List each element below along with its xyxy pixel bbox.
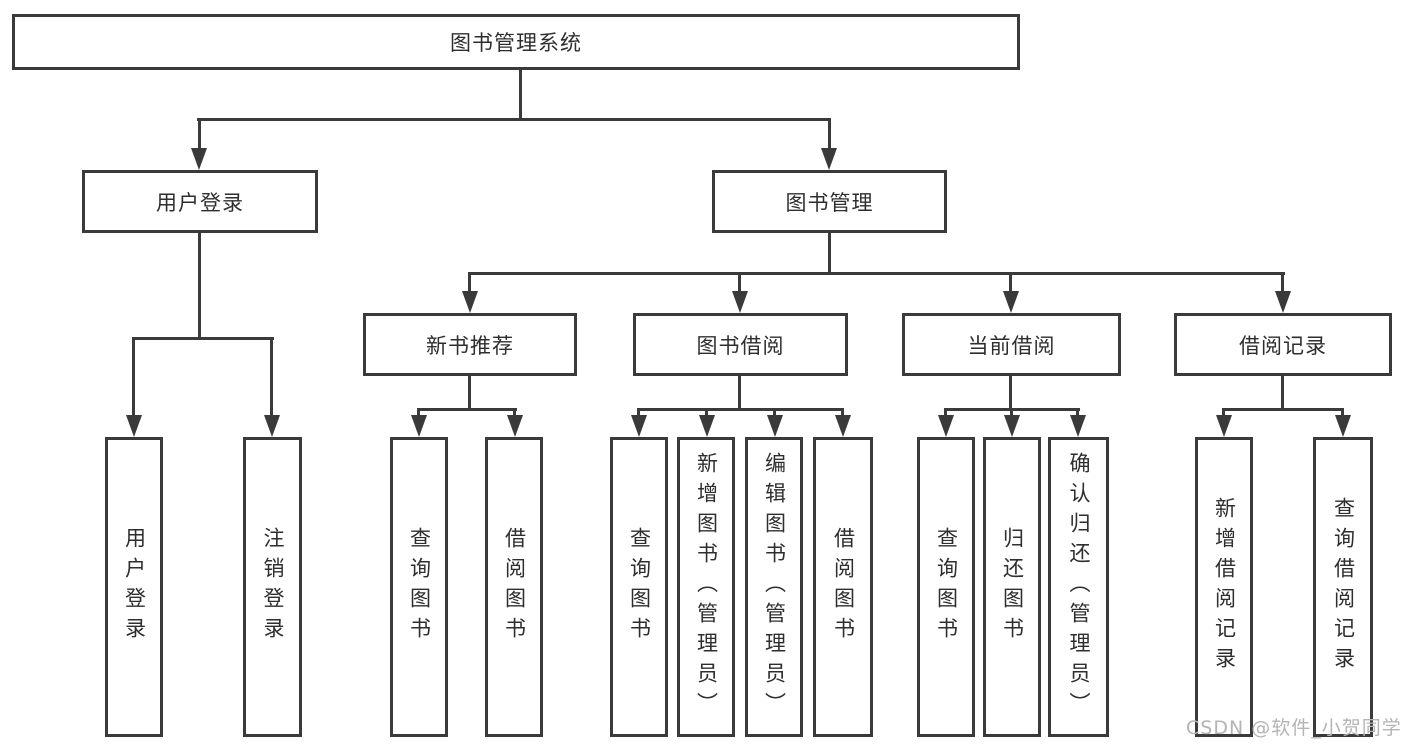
connector-stem xyxy=(270,337,273,417)
leaf-add-books-admin: 新增图书（管理员） xyxy=(677,437,735,737)
connector-stem xyxy=(841,408,844,420)
arrowhead-down-icon xyxy=(699,415,715,437)
arrowhead-down-icon xyxy=(1070,415,1086,437)
leaf-label: 借阅图书 xyxy=(831,527,856,647)
arrowhead-down-icon xyxy=(462,291,478,313)
connector-stem xyxy=(417,408,420,420)
connector-stem xyxy=(944,408,947,420)
leaf-label: 查询图书 xyxy=(934,527,959,647)
arrowhead-down-icon xyxy=(1004,415,1020,437)
leaf-label: 注销登录 xyxy=(261,527,285,647)
node-current-borrow: 当前借阅 xyxy=(902,313,1121,376)
leaf-label: 归还图书 xyxy=(1000,527,1025,647)
leaf-return-books: 归还图书 xyxy=(983,437,1041,737)
connector-stem xyxy=(738,272,741,294)
leaf-label: 查询图书 xyxy=(627,527,652,647)
connector-sections-split xyxy=(468,272,1285,275)
arrowhead-down-icon xyxy=(732,291,748,313)
leaf-label: 借阅图书 xyxy=(502,527,527,647)
leaf-label: 新增图书（管理员） xyxy=(694,452,719,722)
connector-stem xyxy=(773,408,776,420)
connector-split xyxy=(417,408,517,411)
arrowhead-down-icon xyxy=(191,148,207,170)
connector-stub xyxy=(1281,376,1284,410)
connector-stub xyxy=(1009,376,1012,410)
connector-stem xyxy=(1076,408,1079,420)
connector-stem xyxy=(1341,408,1344,420)
connector-stub xyxy=(468,376,471,410)
leaf-label: 用户登录 xyxy=(122,527,147,647)
leaf-confirm-return-admin: 确认归还（管理员） xyxy=(1048,437,1109,737)
leaf-label: 查询借阅记录 xyxy=(1331,497,1356,677)
leaf-query-books: 查询图书 xyxy=(917,437,975,737)
node-new-book-recommend: 新书推荐 xyxy=(363,313,577,376)
arrowhead-down-icon xyxy=(631,415,647,437)
arrowhead-down-icon xyxy=(938,415,954,437)
leaf-query-books: 查询图书 xyxy=(610,437,668,737)
arrowhead-down-icon xyxy=(767,415,783,437)
leaf-user-login: 用户登录 xyxy=(105,437,163,737)
connector-stem xyxy=(1222,408,1225,420)
arrowhead-down-icon xyxy=(1275,291,1291,313)
arrowhead-down-icon xyxy=(507,415,523,437)
leaf-label: 确认归还（管理员） xyxy=(1067,452,1091,722)
node-user-login-label: 用户登录 xyxy=(156,190,244,215)
arrowhead-down-icon xyxy=(1216,415,1232,437)
arrowhead-down-icon xyxy=(1335,415,1351,437)
connector-stem xyxy=(513,408,516,420)
leaf-edit-books-admin: 编辑图书（管理员） xyxy=(745,437,803,737)
connector-stem xyxy=(132,337,135,417)
connector-level2-split xyxy=(197,118,831,121)
arrowhead-down-icon xyxy=(411,415,427,437)
section-label: 图书借阅 xyxy=(696,333,785,358)
leaf-borrow-books: 借阅图书 xyxy=(485,437,543,737)
connector-book-mgmt-down xyxy=(828,233,831,275)
connector-user-login-split xyxy=(132,337,274,340)
leaf-label: 新增借阅记录 xyxy=(1212,497,1237,677)
node-root: 图书管理系统 xyxy=(12,14,1020,70)
connector-stem xyxy=(468,272,471,294)
leaf-borrow-books: 借阅图书 xyxy=(813,437,873,737)
connector-stem xyxy=(1009,272,1012,294)
node-user-login: 用户登录 xyxy=(82,170,318,233)
leaf-query-books: 查询图书 xyxy=(390,437,448,737)
arrowhead-down-icon xyxy=(821,148,837,170)
leaf-label: 编辑图书（管理员） xyxy=(762,452,787,722)
connector-stub xyxy=(738,376,741,410)
connector-split xyxy=(1222,408,1344,411)
connector-stem xyxy=(1010,408,1013,420)
connector-split xyxy=(637,408,844,411)
connector-stem xyxy=(637,408,640,420)
arrowhead-down-icon xyxy=(835,415,851,437)
leaf-add-borrow-record: 新增借阅记录 xyxy=(1195,437,1253,737)
connector-user-login-stem xyxy=(198,118,201,152)
leaf-label: 查询图书 xyxy=(407,527,432,647)
arrowhead-down-icon xyxy=(126,415,142,437)
csdn-watermark: CSDN @软件_小贺同学 xyxy=(1186,717,1402,739)
connector-stem xyxy=(705,408,708,420)
node-book-mgmt-label: 图书管理 xyxy=(785,190,874,215)
section-label: 借阅记录 xyxy=(1239,333,1327,358)
connector-stem xyxy=(1281,272,1284,294)
section-label: 新书推荐 xyxy=(426,333,514,358)
connector-book-mgmt-stem xyxy=(828,118,831,152)
leaf-logout: 注销登录 xyxy=(243,437,302,737)
arrowhead-down-icon xyxy=(1003,291,1019,313)
connector-root-stub xyxy=(519,67,522,121)
connector-user-login-down xyxy=(198,233,201,340)
node-book-mgmt: 图书管理 xyxy=(712,170,947,233)
section-label: 当前借阅 xyxy=(967,333,1056,358)
leaf-query-borrow-record: 查询借阅记录 xyxy=(1313,437,1373,737)
node-book-borrow: 图书借阅 xyxy=(633,313,848,376)
node-root-label: 图书管理系统 xyxy=(450,31,582,55)
arrowhead-down-icon xyxy=(264,415,280,437)
node-borrow-records: 借阅记录 xyxy=(1174,313,1392,376)
